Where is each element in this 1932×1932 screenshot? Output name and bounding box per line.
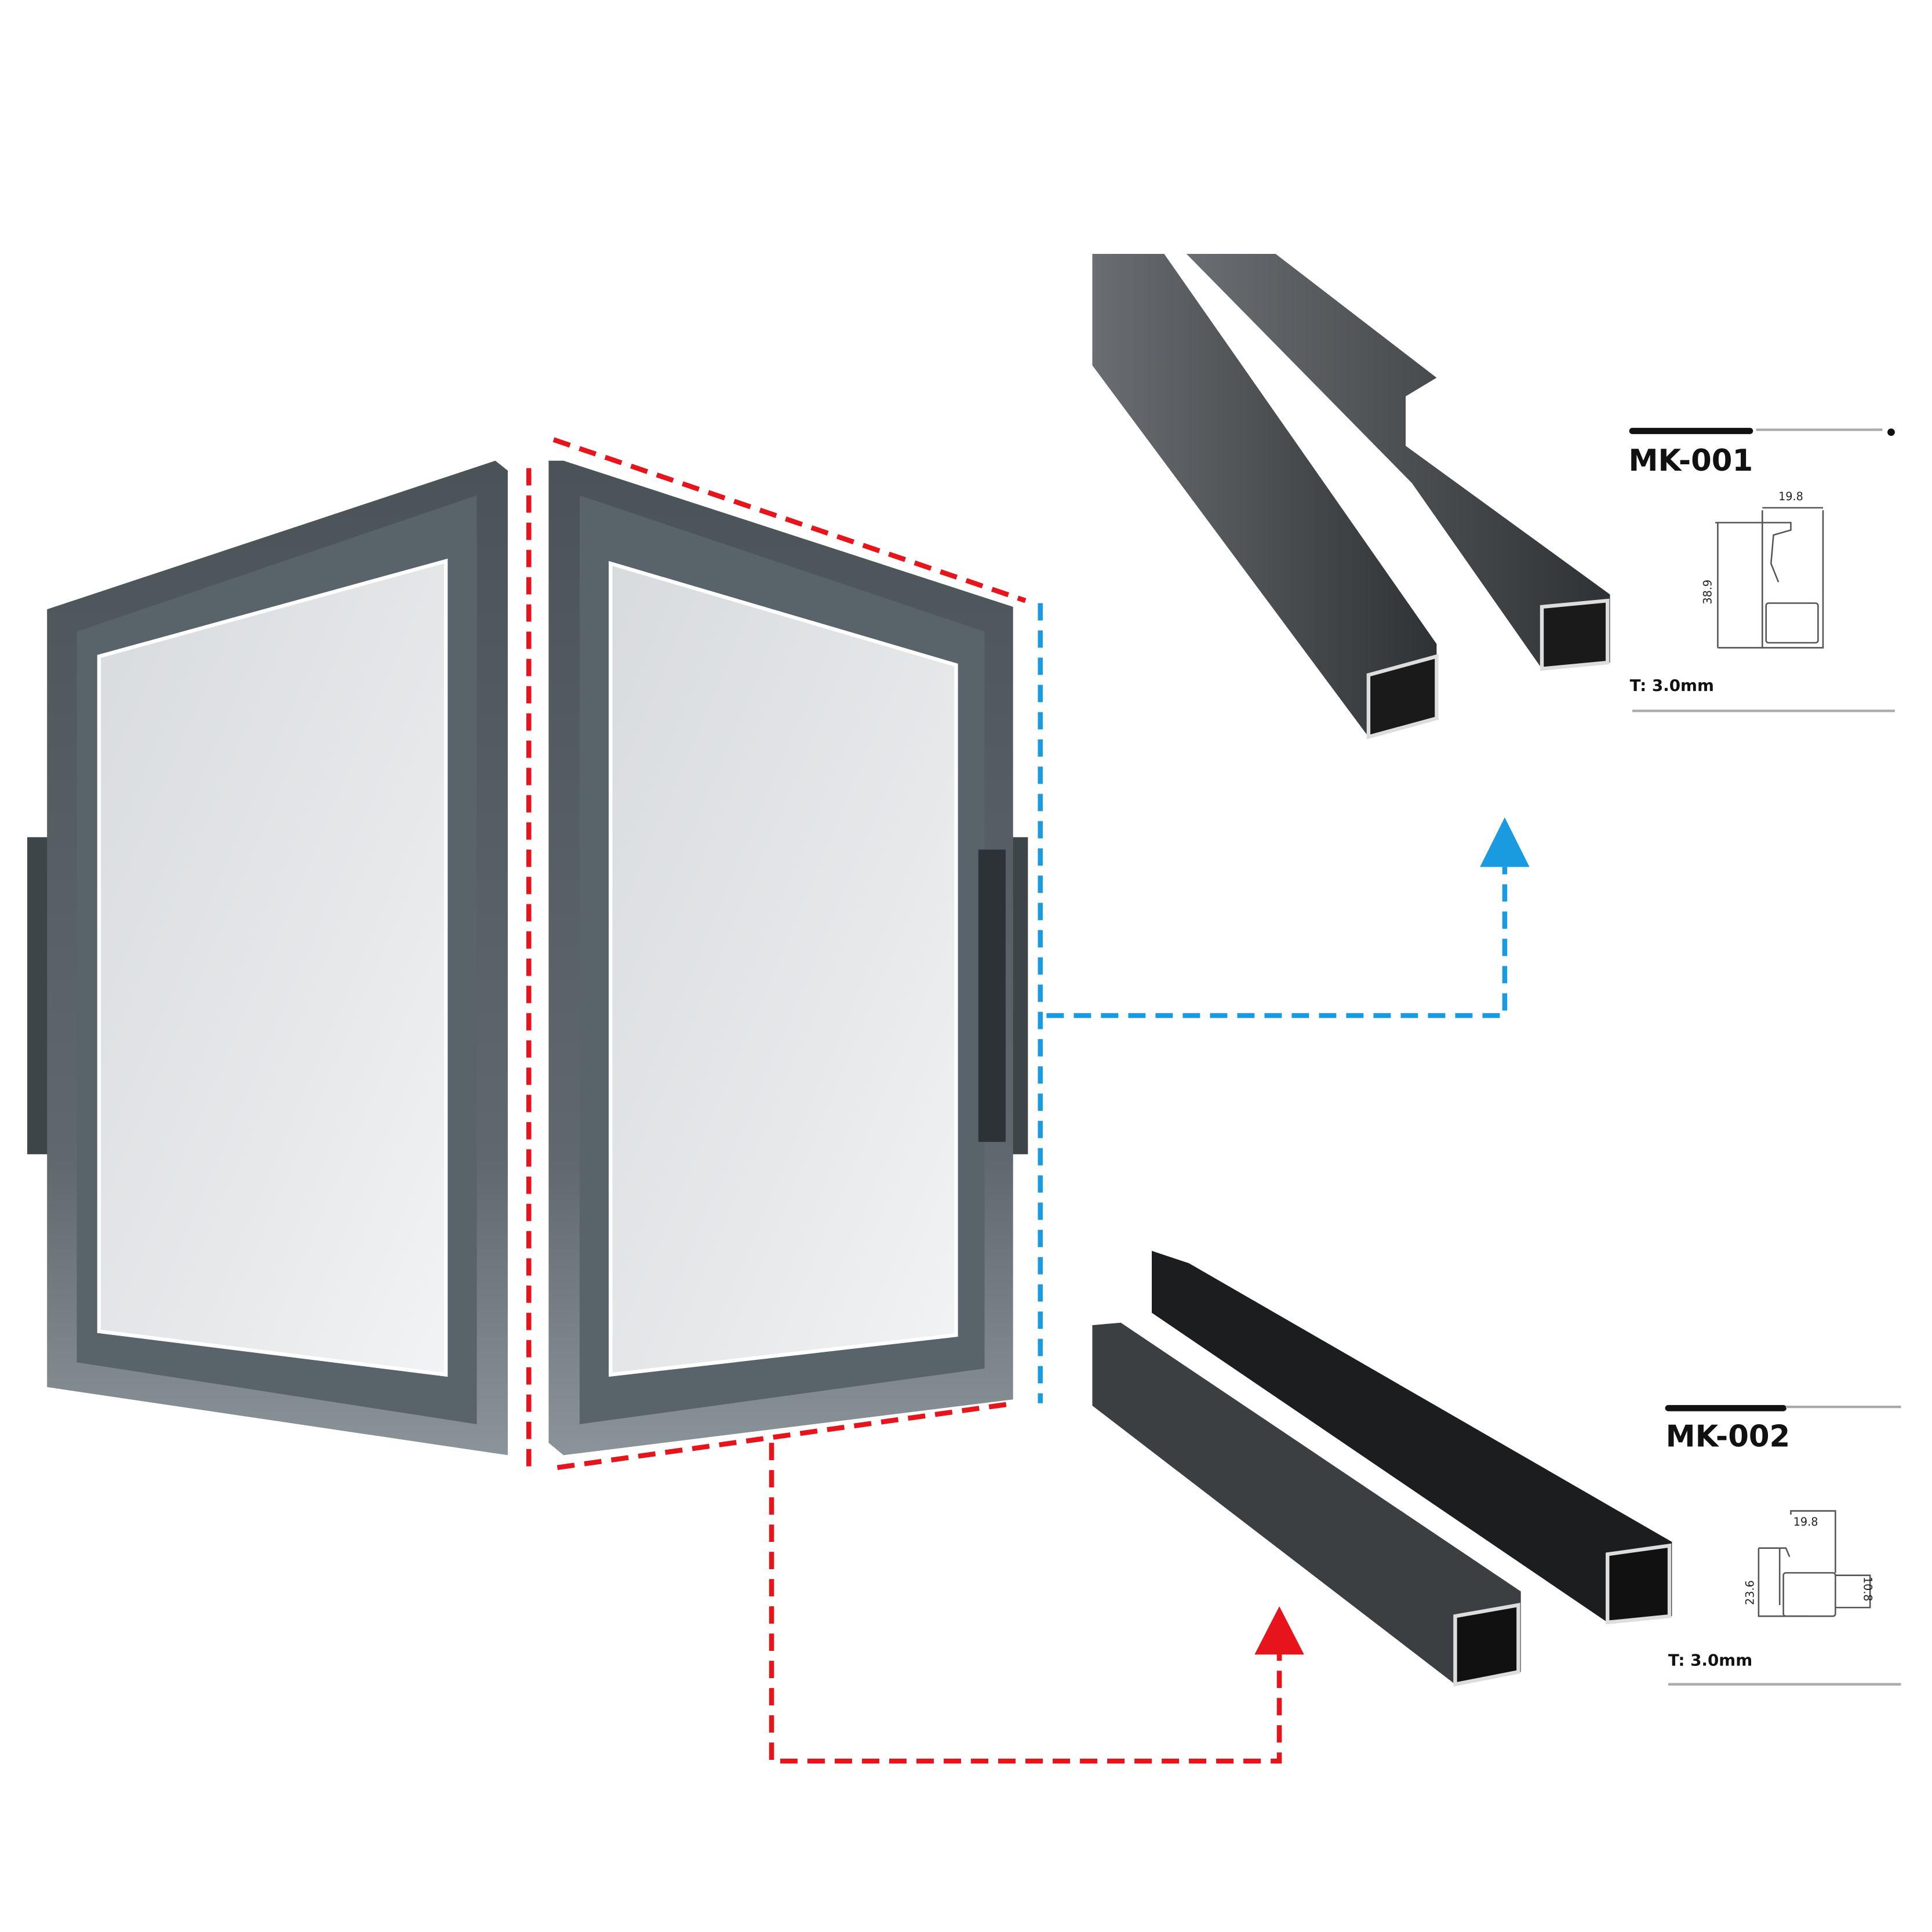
- red-dashed-highlight: [526, 437, 1282, 1764]
- mk-001-extrusion-image: [1092, 253, 1610, 740]
- mk-001-cross-section: [1715, 507, 1824, 649]
- left-door-glass: [97, 558, 448, 1377]
- red-connector-line: [769, 1443, 1282, 1764]
- red-arrow-up-icon: [1254, 1606, 1304, 1655]
- blue-connector-line: [1046, 867, 1508, 1018]
- right-door-handle-inner: [978, 849, 1006, 1142]
- mk-001-thickness: T: 3.0mm: [1630, 676, 1714, 695]
- mk-002-width-dim: 19.8: [1793, 1515, 1818, 1529]
- mk-001-height-dim: 38.9: [1701, 580, 1715, 605]
- blue-arrow-up-icon: [1480, 817, 1530, 867]
- mk-002-spec-card: MK-002 19.8 23.6 10.8 T: 3.0mm: [1665, 1405, 1901, 1686]
- left-cabinet-door: [27, 460, 508, 1456]
- card-dot-icon: [1887, 428, 1895, 436]
- mk-002-extrusion-image: [1092, 1250, 1672, 1687]
- right-cabinet-door: [548, 460, 1028, 1456]
- left-door-handle: [27, 837, 50, 1155]
- mk-001-spec-card: MK-001 19.8 38.9 T: 3.0mm: [1629, 428, 1895, 712]
- mk-002-height-dim: 23.6: [1743, 1580, 1756, 1605]
- mk-001-width-dim: 19.8: [1778, 490, 1803, 503]
- blue-dashed-highlight: [1038, 603, 1508, 1403]
- right-door-glass: [609, 561, 958, 1377]
- mk-002-cross-section: [1758, 1510, 1871, 1617]
- mk-001-model-label: MK-001: [1629, 443, 1753, 478]
- mk-002-thickness: T: 3.0mm: [1668, 1651, 1752, 1670]
- mk-002-model-label: MK-002: [1666, 1419, 1791, 1454]
- mk-002-inner-dim: 10.8: [1861, 1577, 1874, 1602]
